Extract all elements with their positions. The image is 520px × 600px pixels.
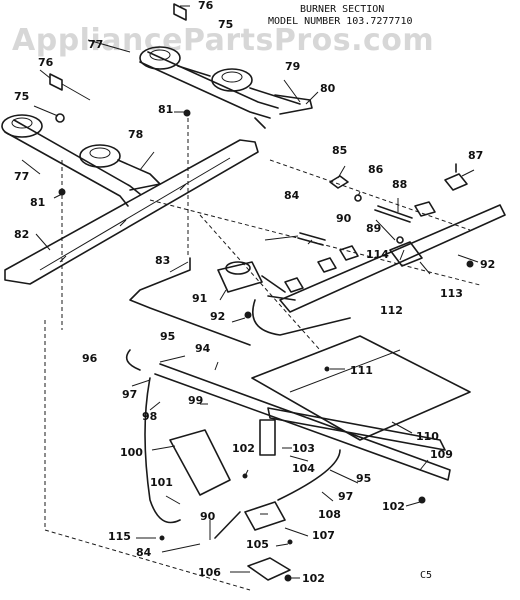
callout-88: 88 — [392, 178, 407, 191]
callout-85: 85 — [332, 144, 347, 157]
callout-107: 107 — [312, 529, 335, 542]
callout-75: 75 — [14, 90, 29, 103]
pilot-tubing — [129, 257, 251, 346]
callout-95: 95 — [160, 330, 175, 343]
callout-90: 90 — [200, 510, 216, 523]
callout-113: 113 — [440, 287, 463, 300]
callout-101: 101 — [150, 476, 173, 489]
corner-code: C5 — [420, 570, 432, 581]
callout-110: 110 — [416, 430, 439, 443]
callout-75: 75 — [218, 18, 233, 31]
oven-burner-baffle — [125, 335, 471, 481]
callout-84: 84 — [136, 546, 152, 559]
pressure-regulator — [217, 261, 286, 293]
callout-87: 87 — [468, 149, 483, 162]
callout-97: 97 — [122, 388, 137, 401]
callout-100: 100 — [120, 446, 143, 459]
callout-81: 81 — [30, 196, 45, 209]
callout-95: 95 — [356, 472, 371, 485]
callout-103: 103 — [292, 442, 315, 455]
callout-97: 97 — [338, 490, 353, 503]
callout-labels: 76 75 77 76 75 79 80 81 78 77 81 82 83 8… — [14, 0, 495, 585]
callout-77: 77 — [88, 38, 103, 51]
callout-114: 114 — [366, 248, 389, 261]
callout-111: 111 — [350, 364, 373, 377]
gas-manifold — [252, 204, 506, 336]
callout-106: 106 — [198, 566, 221, 579]
callout-115: 115 — [108, 530, 131, 543]
callout-96: 96 — [82, 352, 98, 365]
callout-79: 79 — [285, 60, 300, 73]
callout-94: 94 — [195, 342, 211, 355]
callout-102: 102 — [382, 500, 405, 513]
callout-76: 76 — [198, 0, 214, 12]
callout-83: 83 — [155, 254, 170, 267]
header-title: BURNER SECTION — [300, 4, 384, 15]
callout-102: 102 — [232, 442, 255, 455]
callout-112: 112 — [380, 304, 403, 317]
callout-86: 86 — [368, 163, 384, 176]
callout-109: 109 — [430, 448, 453, 461]
reference-lines — [44, 118, 481, 591]
callout-82: 82 — [14, 228, 29, 241]
callout-76: 76 — [38, 56, 54, 69]
callout-77: 77 — [14, 170, 29, 183]
callout-102: 102 — [302, 572, 325, 585]
callout-89: 89 — [366, 222, 381, 235]
callout-105: 105 — [246, 538, 269, 551]
callout-104: 104 — [292, 462, 315, 475]
callout-80: 80 — [320, 82, 336, 95]
callout-90: 90 — [336, 212, 352, 225]
thermostat-assembly — [144, 377, 341, 581]
callout-92: 92 — [210, 310, 225, 323]
callout-78: 78 — [128, 128, 143, 141]
header-model: MODEL NUMBER 103.7277710 — [268, 16, 413, 27]
callout-98: 98 — [142, 410, 157, 423]
burner-support-bracket — [4, 139, 259, 285]
callout-92: 92 — [480, 258, 495, 271]
callout-108: 108 — [318, 508, 341, 521]
upper-burner-assembly — [139, 46, 313, 129]
watermark-text: AppliancePartsPros.com — [12, 23, 434, 58]
callout-81: 81 — [158, 103, 173, 116]
callout-84: 84 — [284, 189, 300, 202]
leader-lines — [21, 5, 479, 579]
callout-99: 99 — [188, 394, 203, 407]
left-burner-assembly — [1, 3, 187, 207]
callout-91: 91 — [192, 292, 207, 305]
